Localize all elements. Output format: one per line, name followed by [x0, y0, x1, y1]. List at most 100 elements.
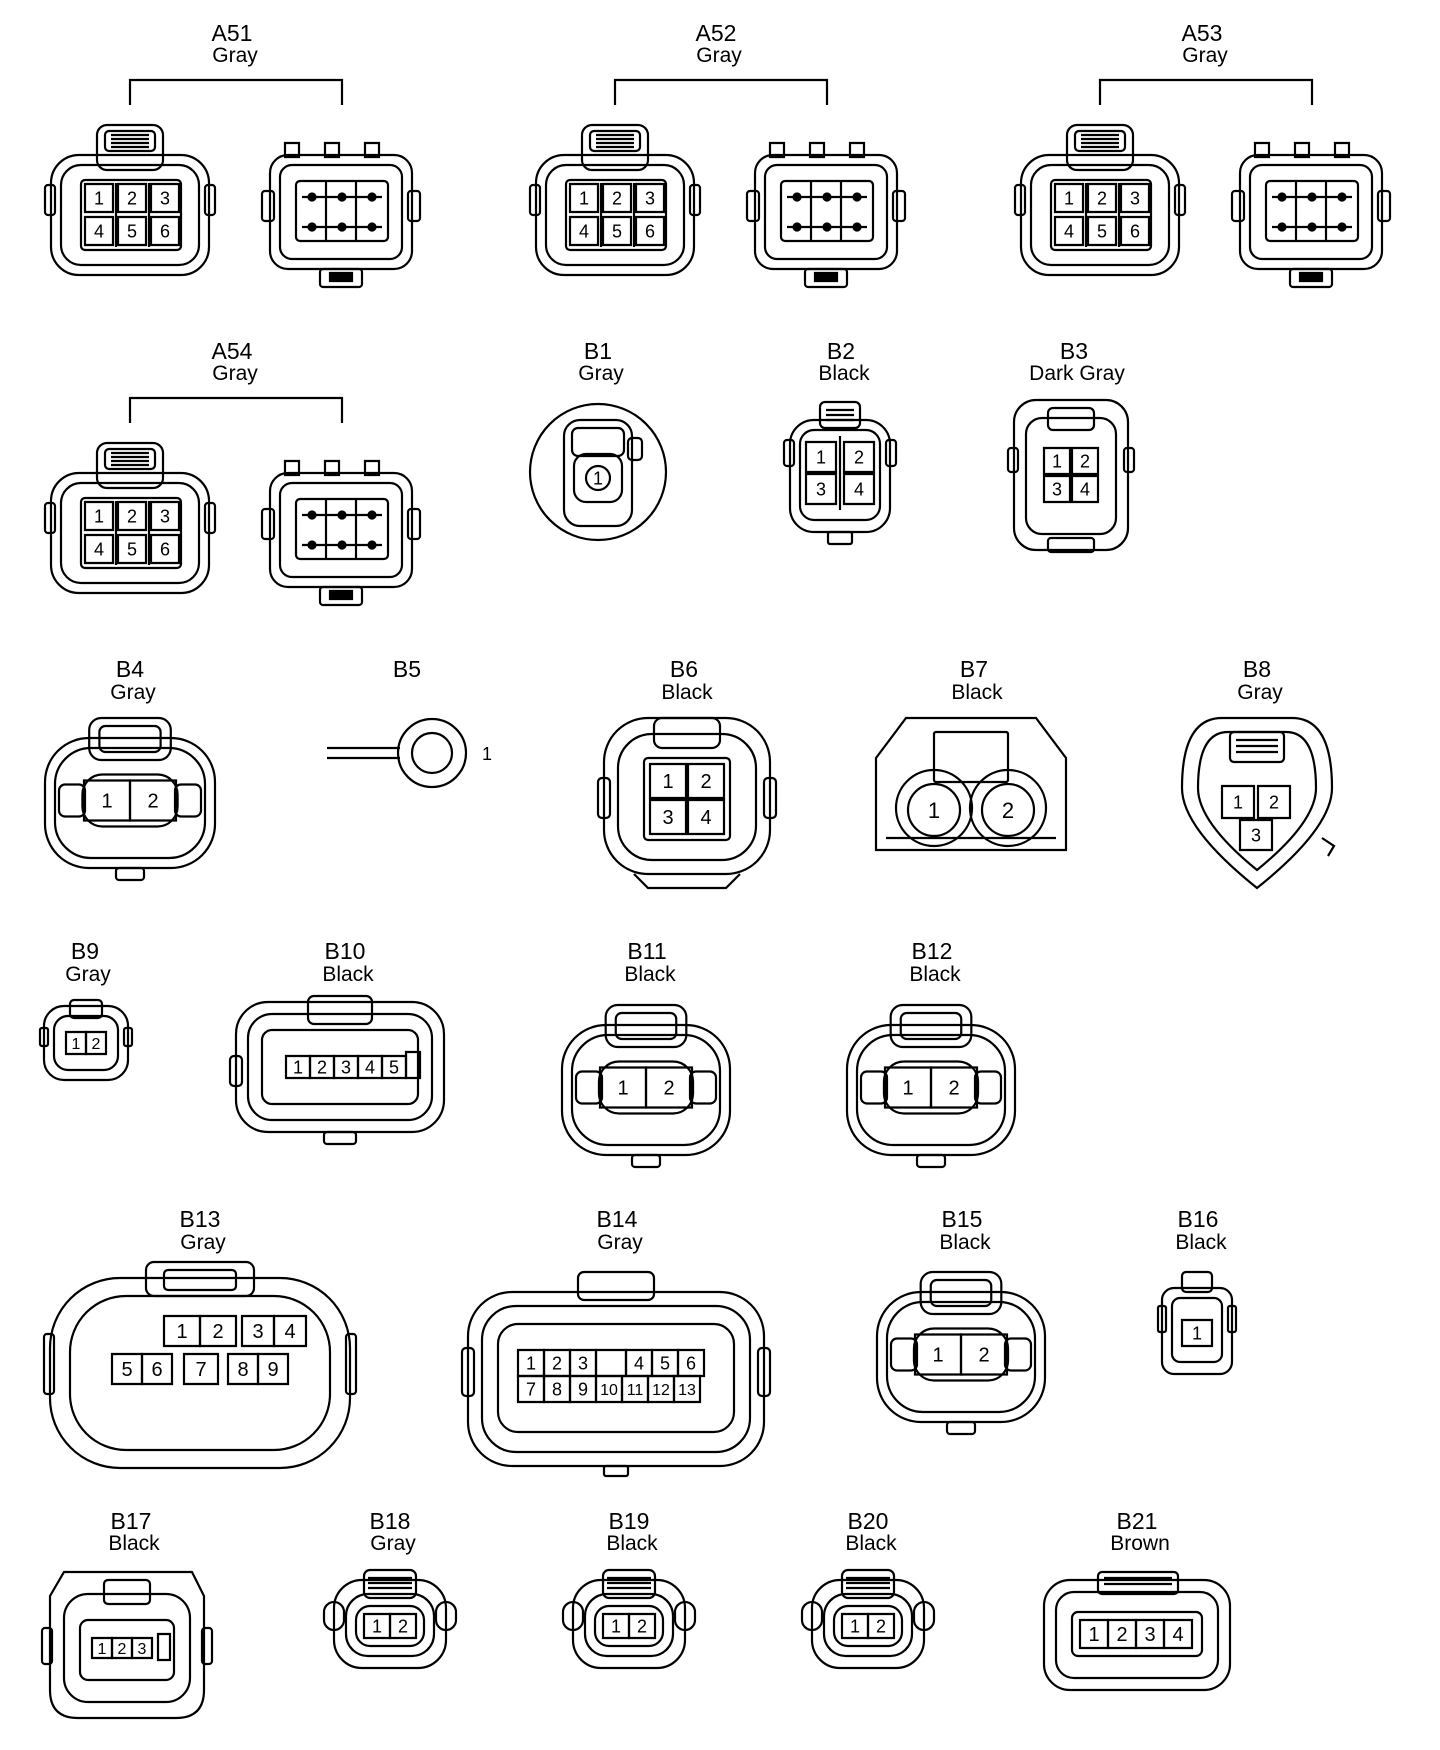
pin-cavity [646, 1068, 692, 1108]
pin-cavity [118, 217, 146, 245]
pin-cavity [586, 466, 610, 490]
pin-label: 3 [160, 506, 170, 526]
pin-label: 5 [612, 221, 622, 241]
connector-id: B9 [70, 938, 100, 964]
pin-label: 2 [700, 771, 711, 793]
pin-label: 8 [237, 1359, 248, 1381]
connector-id: A52 [695, 20, 737, 46]
pin-label: 5 [127, 221, 137, 241]
pin-label: 3 [1130, 188, 1140, 208]
connector-color: Black [661, 681, 713, 704]
pin-label: 2 [92, 1036, 101, 1053]
pin-label: 4 [700, 807, 711, 829]
pin-cavity [151, 217, 179, 245]
pin-cavity [1182, 1320, 1212, 1346]
connector-id: B19 [608, 1508, 650, 1534]
pin-label: 5 [127, 539, 137, 559]
pin-cavity [844, 442, 874, 472]
pin-cavity [86, 1032, 106, 1054]
pin-cavity [629, 1614, 655, 1638]
pin-label: 1 [72, 1036, 81, 1053]
pin-label: 2 [317, 1057, 327, 1077]
pin-cavity [142, 1354, 172, 1384]
pin-cavity [1055, 217, 1083, 245]
pin-label: 1 [1052, 451, 1062, 471]
pin-label: 1 [816, 447, 826, 467]
pin-label: 1 [372, 1616, 382, 1636]
pin-label: 3 [1251, 825, 1261, 845]
pin-label: 5 [660, 1353, 670, 1373]
connector-color: Black [845, 1532, 897, 1555]
pin-label: 1 [94, 188, 104, 208]
pin-label: 1 [928, 798, 940, 823]
pin-label: 1 [617, 1078, 628, 1100]
pin-label: 4 [854, 479, 864, 499]
pin-cavity [1072, 448, 1098, 474]
pin-cavity [603, 184, 631, 212]
pin-label: 3 [252, 1321, 263, 1343]
pin-label: 2 [637, 1616, 647, 1636]
pin-label: 7 [526, 1379, 536, 1399]
pin-cavity [931, 1068, 977, 1108]
pin-cavity [1164, 1620, 1192, 1648]
connector-color: Black [1175, 1231, 1227, 1254]
pin-label: 2 [552, 1353, 562, 1373]
connector-color: Gray [110, 681, 156, 704]
pin-cavity [1121, 217, 1149, 245]
pin-cavity [961, 1335, 1007, 1375]
pin-label: 5 [121, 1359, 132, 1381]
pin-label: 4 [1064, 221, 1074, 241]
connector-id: A51 [211, 20, 253, 46]
pin-label: 3 [160, 188, 170, 208]
pin-label: 5 [389, 1057, 399, 1077]
connector-id: B16 [1177, 1206, 1219, 1232]
connector-color: Gray [65, 963, 111, 986]
pin-cavity [1044, 448, 1070, 474]
pin-label: 11 [627, 1382, 644, 1399]
pin-cavity [85, 502, 113, 530]
connector-color: Black [108, 1532, 160, 1555]
pin-label: 1 [850, 1616, 860, 1636]
connector-id: B1 [583, 338, 613, 364]
connector-id: B3 [1059, 338, 1089, 364]
connector-id: B6 [669, 656, 699, 682]
connector-id: B14 [596, 1206, 638, 1232]
pin-label: 1 [176, 1321, 187, 1343]
connector-color: Gray [578, 362, 624, 385]
pin-label: 6 [1130, 221, 1140, 241]
pin-label: 1 [526, 1353, 536, 1373]
pin-label: 2 [127, 188, 137, 208]
connector-color: Black [939, 1231, 991, 1254]
pin-cavity [806, 442, 836, 472]
pin-cavity [570, 217, 598, 245]
connector-color: Black [818, 362, 870, 385]
pin-label: 9 [267, 1359, 278, 1381]
pin-label: 5 [1097, 221, 1107, 241]
pin-cavity [132, 1638, 152, 1658]
pin-label: 3 [1052, 479, 1062, 499]
connector-color: Gray [1182, 44, 1228, 67]
pin-cavity [868, 1614, 894, 1638]
pin-cavity [1222, 786, 1254, 818]
connector-id: A53 [1181, 20, 1223, 46]
pin-cavity [1121, 184, 1149, 212]
connector-color: Gray [212, 44, 258, 67]
pin-label: 2 [854, 447, 864, 467]
pin-label: 1 [101, 791, 112, 813]
pin-label: 2 [147, 791, 158, 813]
pin-label: 1 [293, 1057, 303, 1077]
pin-label: 4 [1080, 479, 1090, 499]
pin-cavity [85, 535, 113, 563]
